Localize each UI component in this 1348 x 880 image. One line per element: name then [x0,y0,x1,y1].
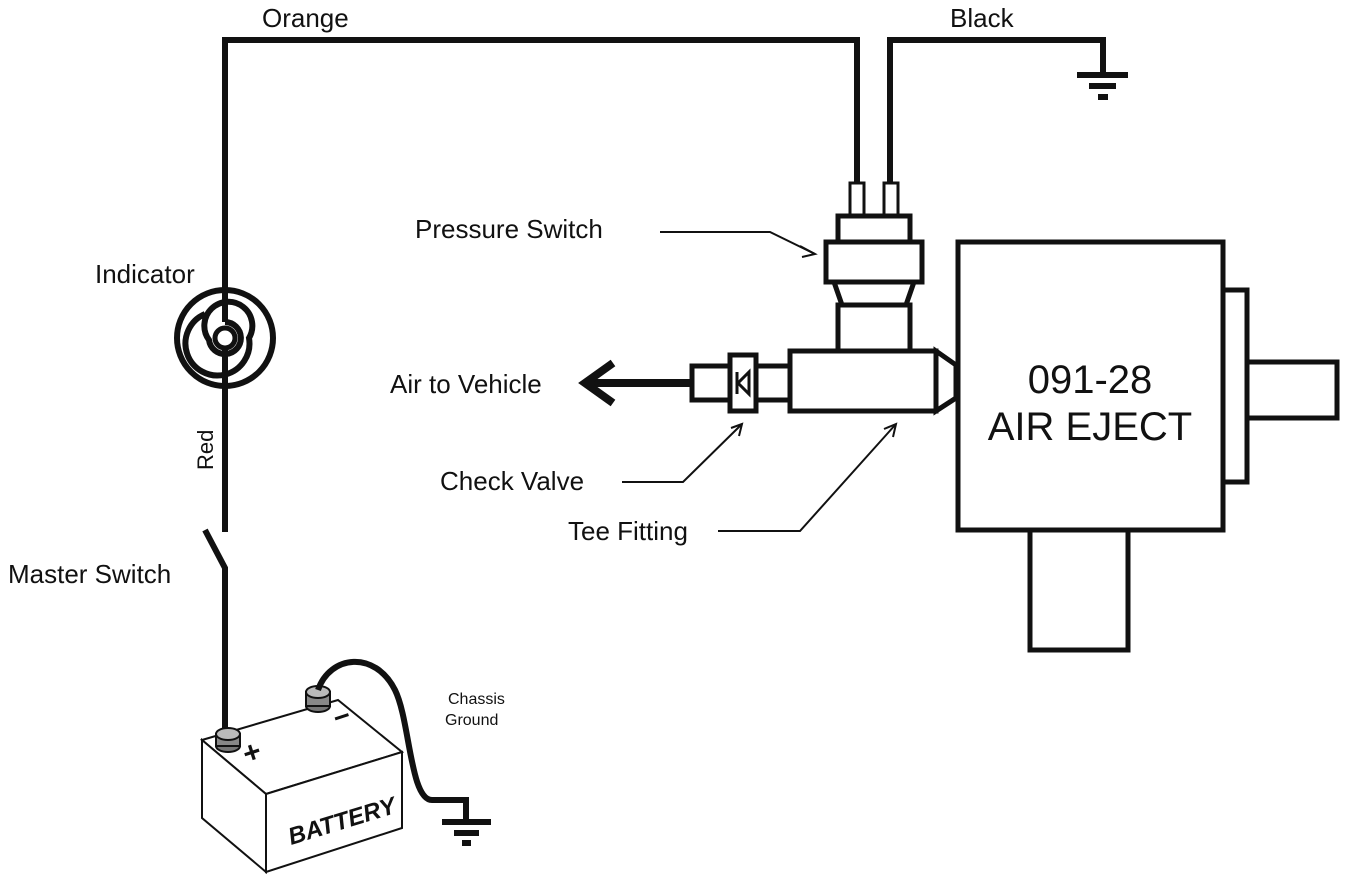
label-orange: Orange [262,3,349,33]
air-flow-arrow [578,359,692,407]
pressure-switch [823,181,925,354]
master-switch [202,528,228,730]
black-wire [887,37,1106,185]
tee-fitting [787,346,959,416]
chassis-ground-symbol [442,819,491,846]
tee-fitting-leader [718,423,897,532]
label-black: Black [950,3,1015,33]
air-eject-unit: 091-28 AIR EJECT [955,239,1340,653]
orange-wire [222,37,860,245]
air-eject-model: 091-28 [1028,358,1153,402]
pressure-switch-arrowhead [799,245,818,258]
check-valve-arrowhead [730,422,744,437]
tee-fitting-arrowhead [883,422,898,438]
label-red: Red [193,430,218,470]
check-valve [689,352,793,414]
label-ground: Ground [445,712,498,729]
ground-symbol-top [1077,72,1128,100]
battery-positive-terminal [215,727,241,753]
label-pressure-switch: Pressure Switch [415,214,603,244]
label-indicator: Indicator [95,259,195,289]
battery: + − BATTERY [199,685,405,875]
label-chassis: Chassis [448,691,505,708]
label-check-valve: Check Valve [440,466,584,496]
label-master-switch: Master Switch [8,559,171,589]
label-air-to-vehicle: Air to Vehicle [390,369,542,399]
pressure-switch-leader [660,231,816,255]
check-valve-leader [622,423,743,483]
chassis-ground-wire [315,658,469,820]
label-tee-fitting: Tee Fitting [568,516,688,546]
air-eject-name: AIR EJECT [988,405,1192,449]
